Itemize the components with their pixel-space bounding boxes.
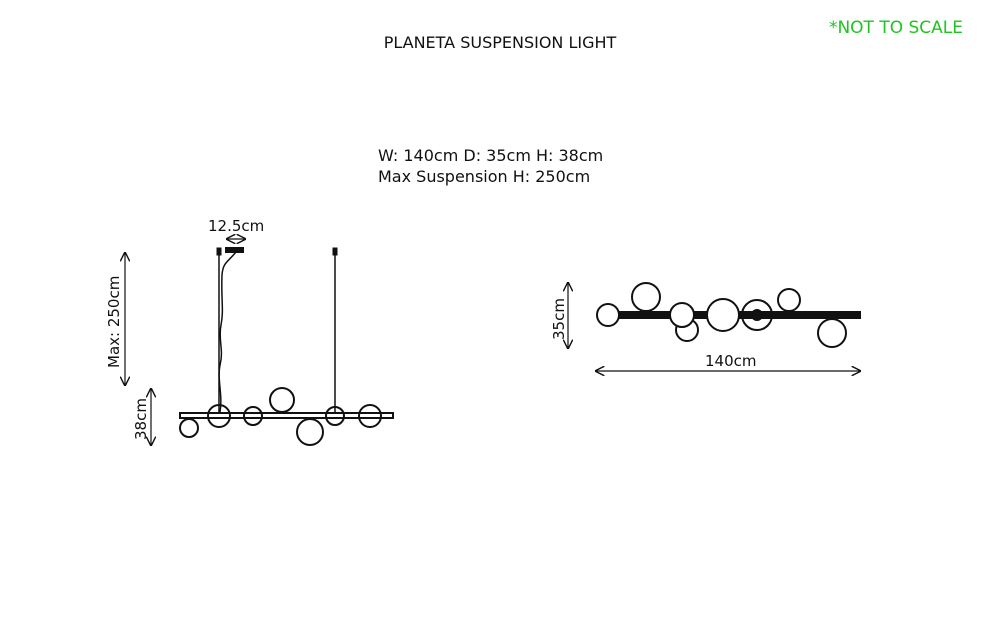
power-cable bbox=[218, 251, 237, 413]
globe bbox=[596, 303, 620, 327]
globe bbox=[269, 387, 295, 413]
height-label: 38cm bbox=[132, 398, 150, 440]
front-view bbox=[125, 239, 394, 446]
diagram-title: PLANETA SUSPENSION LIGHT bbox=[383, 33, 617, 52]
globe bbox=[325, 406, 345, 426]
globe bbox=[706, 298, 740, 332]
top-view bbox=[568, 283, 860, 371]
globe bbox=[631, 282, 661, 312]
depth-label: 35cm bbox=[550, 298, 568, 340]
globe bbox=[296, 418, 324, 446]
canopy-width-label: 12.5cm bbox=[208, 217, 264, 235]
globe bbox=[777, 288, 801, 312]
max-suspension-label: Max: 250cm bbox=[105, 276, 123, 368]
globe bbox=[669, 302, 695, 328]
rod-cap-left bbox=[216, 247, 222, 256]
globe bbox=[358, 404, 382, 428]
canopy bbox=[225, 247, 244, 253]
dimensions-summary: W: 140cm D: 35cm H: 38cm Max Suspension … bbox=[378, 145, 603, 187]
globe bbox=[817, 318, 847, 348]
globe bbox=[243, 406, 263, 426]
globe-mount bbox=[751, 309, 763, 321]
width-label: 140cm bbox=[705, 352, 757, 370]
rod-cap-right bbox=[332, 247, 338, 256]
globe bbox=[741, 299, 773, 331]
bar bbox=[179, 412, 394, 419]
not-to-scale-note: *NOT TO SCALE bbox=[828, 18, 963, 38]
globe bbox=[207, 404, 231, 428]
globe bbox=[179, 418, 199, 438]
dimensions-line-2: Max Suspension H: 250cm bbox=[378, 167, 591, 186]
dimensions-line-1: W: 140cm D: 35cm H: 38cm bbox=[378, 146, 604, 165]
